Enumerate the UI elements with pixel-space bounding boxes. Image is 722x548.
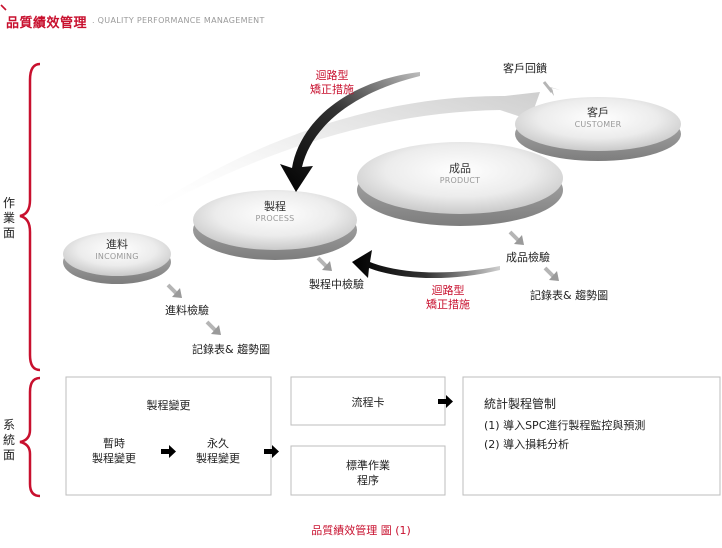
incoming-title: 進料 xyxy=(106,238,128,251)
header-accent-icon xyxy=(0,4,7,11)
disc-product xyxy=(357,142,563,226)
record-chart-right-label: 記錄表& 趨勢圖 xyxy=(530,289,609,302)
incoming-sub: INCOMING xyxy=(95,252,139,261)
page-subtitle: . QUALITY PERFORMANCE MANAGEMENT xyxy=(92,16,265,25)
incoming-inspection-label: 進料檢驗 xyxy=(165,304,209,317)
side-label-work: 作業面 xyxy=(2,196,15,240)
arrow-temp-to-perm xyxy=(161,445,176,458)
temp-change-line2: 製程變更 xyxy=(92,452,136,465)
perm-change-line1: 永久 xyxy=(207,437,229,450)
loop-arrow-top xyxy=(280,72,420,192)
customer-feedback-label: 客戶回饋 xyxy=(503,62,547,75)
loop-bottom-line1: 迴路型 xyxy=(431,284,465,297)
arrow-flow-to-spc xyxy=(438,395,453,408)
product-title: 成品 xyxy=(449,162,471,175)
small-arrow-process-inspection xyxy=(316,256,332,271)
loop-correction-top: 迴路型 矯正措施 xyxy=(304,69,360,97)
product-sub: PRODUCT xyxy=(439,176,481,185)
disc-process xyxy=(193,190,357,260)
product-disc-label: 成品 PRODUCT xyxy=(357,160,563,185)
small-arrow-incoming-record xyxy=(205,320,221,335)
small-arrow-incoming-inspection xyxy=(166,283,182,298)
disc-incoming xyxy=(63,232,171,284)
process-title: 製程 xyxy=(264,200,286,213)
loop-bottom-line2: 矯正措施 xyxy=(426,298,470,311)
temp-change-label: 暫時 製程變更 xyxy=(82,436,146,466)
loop-correction-bottom: 迴路型 矯正措施 xyxy=(418,284,478,312)
sop-line1: 標準作業 xyxy=(346,459,390,472)
sop-label: 標準作業 程序 xyxy=(291,458,445,488)
work-brace xyxy=(19,62,41,372)
small-arrow-customer-feedback xyxy=(542,81,560,96)
process-disc-label: 製程 PROCESS xyxy=(193,198,357,223)
box-sop xyxy=(290,445,446,496)
loop-top-line1: 迴路型 xyxy=(315,69,349,82)
arrow-change-to-sop xyxy=(264,445,279,458)
process-sub: PROCESS xyxy=(255,214,295,223)
loop-top-line2: 矯正措施 xyxy=(310,83,354,96)
disc-customer xyxy=(515,97,681,161)
perm-change-line2: 製程變更 xyxy=(196,452,240,465)
flow-card-label: 流程卡 xyxy=(351,396,385,409)
perm-change-label: 永久 製程變更 xyxy=(186,436,250,466)
figure-caption: 品質績效管理 圖 (1) xyxy=(311,524,411,537)
incoming-disc-label: 進料 INCOMING xyxy=(63,236,171,261)
small-arrow-product-record xyxy=(543,266,559,281)
spc-item-1: (1) 導入SPC進行製程監控與預測 xyxy=(484,419,646,432)
system-brace xyxy=(19,376,41,498)
customer-sub: CUSTOMER xyxy=(574,120,622,129)
loop-arrow-bottom xyxy=(352,250,500,279)
spc-item-2: (2) 導入損耗分析 xyxy=(484,438,570,451)
customer-title: 客戶 xyxy=(587,106,609,119)
box-process-change xyxy=(65,376,272,496)
product-inspection-label: 成品檢驗 xyxy=(506,251,550,264)
sop-line2: 程序 xyxy=(357,474,379,487)
small-arrow-product-inspection xyxy=(508,230,524,245)
record-chart-left-label: 記錄表& 趨勢圖 xyxy=(192,343,271,356)
process-change-title: 製程變更 xyxy=(146,399,191,412)
box-spc xyxy=(462,376,721,496)
spc-title: 統計製程管制 xyxy=(484,397,557,411)
flow-swoosh xyxy=(140,92,540,218)
side-label-system: 系統面 xyxy=(2,418,15,462)
page-title: 品質績效管理 xyxy=(6,16,88,31)
customer-disc-label: 客戶 CUSTOMER xyxy=(515,104,681,129)
process-inspection-label: 製程中檢驗 xyxy=(309,278,364,291)
temp-change-line1: 暫時 xyxy=(103,437,125,450)
